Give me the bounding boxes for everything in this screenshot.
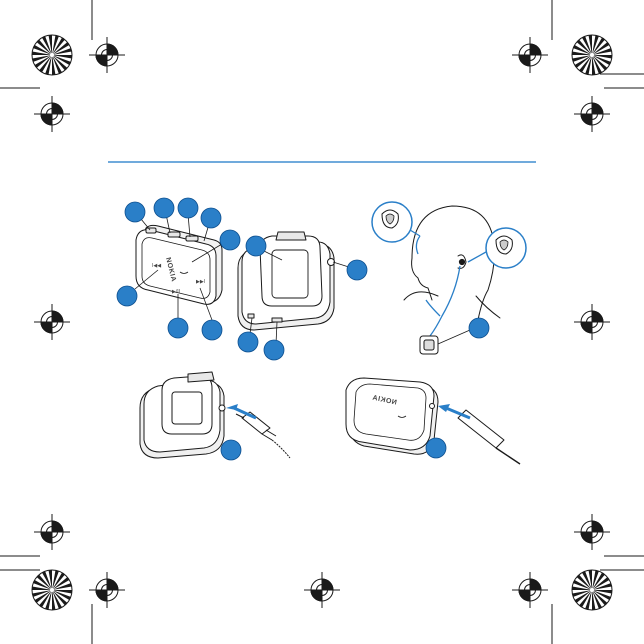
callout-marker: [168, 318, 188, 338]
play-button-label: ▶/II: [172, 289, 180, 295]
cable-wire-left: [272, 440, 290, 458]
callout-marker: [238, 332, 258, 352]
figure-connect-cable-back: [140, 372, 276, 458]
callout-marker: [264, 340, 284, 360]
connect-arrow-left: [226, 404, 256, 418]
registration-target: [574, 96, 610, 132]
prev-button-label: I◀◀: [152, 263, 161, 269]
sunburst-mark: [572, 35, 612, 75]
sunburst-mark: [32, 35, 72, 75]
callout-marker: [246, 236, 266, 256]
callout-marker: [426, 438, 446, 458]
registration-target: [34, 304, 70, 340]
earbud-zoom-left: [372, 202, 420, 242]
callout-marker: [125, 202, 145, 222]
registration-target: [574, 304, 610, 340]
callout-marker: [220, 230, 240, 250]
callout-marker: [178, 198, 198, 218]
earbud-zoom-right: [468, 228, 526, 268]
registration-target: [574, 514, 610, 550]
figure-person-headset: [404, 206, 500, 320]
registration-target: [34, 514, 70, 550]
registration-target: [304, 572, 340, 608]
registration-target: [512, 37, 548, 73]
registration-target: [512, 572, 548, 608]
next-button-label: ▶▶I: [196, 279, 205, 285]
callout-marker: [202, 320, 222, 340]
callout-marker: [117, 286, 137, 306]
figure-device-front: NOKIA I◀◀ ▶/II ▶▶I: [136, 225, 222, 304]
callout-marker: [201, 208, 221, 228]
registration-target: [89, 37, 125, 73]
callout-marker: [347, 260, 367, 280]
registration-target: [89, 572, 125, 608]
callout-marker: [154, 198, 174, 218]
inline-remote: [420, 336, 438, 354]
callout-marker: [469, 318, 489, 338]
callout-leaders-fig3: [438, 330, 470, 344]
sunburst-mark: [572, 570, 612, 610]
callout-marker: [221, 440, 241, 460]
registration-target: [34, 96, 70, 132]
sunburst-mark: [32, 570, 72, 610]
